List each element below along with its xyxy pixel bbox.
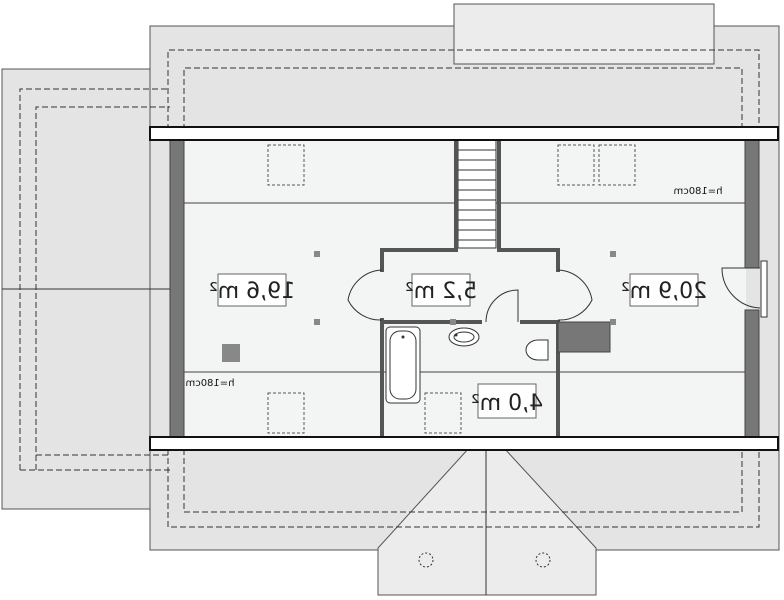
east-wall-south bbox=[744, 309, 760, 439]
east-door bbox=[721, 260, 768, 318]
east-room-area: 20,9 m² bbox=[621, 279, 707, 304]
stove-block bbox=[222, 344, 240, 362]
skylights bbox=[267, 144, 636, 434]
posts bbox=[222, 251, 616, 362]
chimney bbox=[557, 321, 611, 353]
staircase bbox=[457, 139, 497, 249]
east-wall-north bbox=[744, 139, 760, 269]
bathroom-area: 4,0 m² bbox=[471, 391, 543, 416]
west-height-label: h=180cm bbox=[185, 378, 234, 389]
roof-dash-lines bbox=[19, 49, 760, 528]
room-labels: 19,6 m² 5,2 m² 20,9 m² 4,0 m² bbox=[209, 273, 707, 419]
top-dormer bbox=[453, 3, 715, 65]
west-room-area: 19,6 m² bbox=[209, 279, 295, 304]
washbasin bbox=[448, 327, 480, 347]
west-wall bbox=[169, 139, 185, 439]
bathroom-fixtures bbox=[385, 326, 549, 404]
door-swings bbox=[347, 269, 593, 323]
north-beam bbox=[149, 126, 779, 141]
partitions bbox=[380, 140, 611, 438]
toilet bbox=[525, 339, 549, 361]
east-height-label: h=180cm bbox=[673, 186, 722, 197]
south-beam bbox=[149, 436, 779, 451]
hall-area: 5,2 m² bbox=[405, 279, 477, 304]
